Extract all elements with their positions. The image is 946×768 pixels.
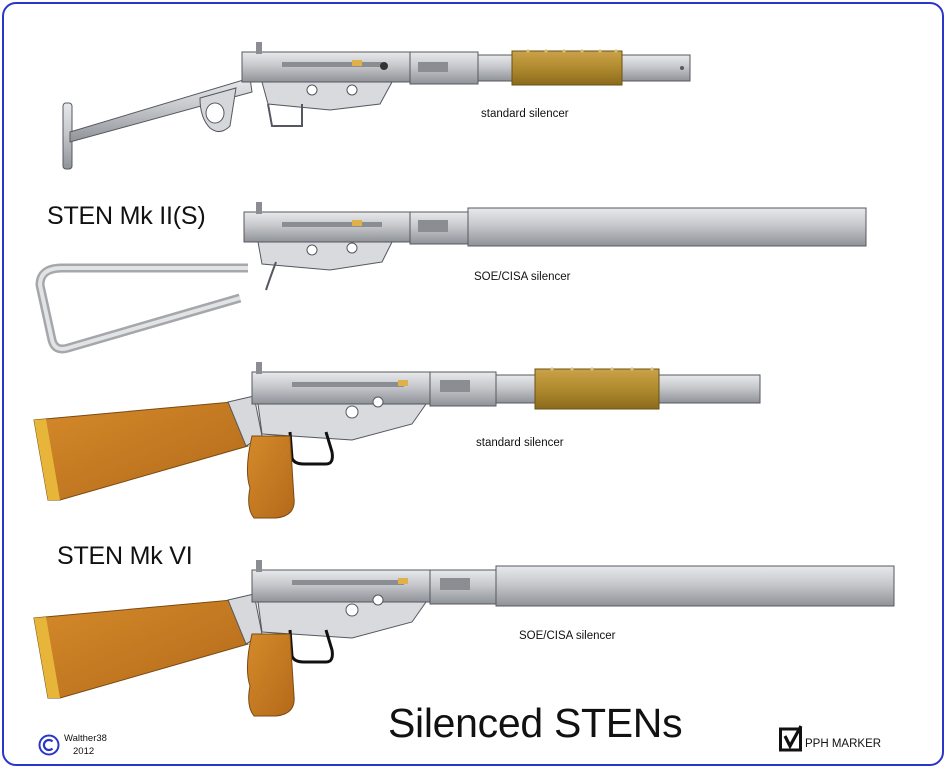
credit-year: 2012	[73, 746, 95, 757]
trigger	[265, 261, 277, 291]
silencer-label-4: SOE/CISA silencer	[519, 630, 616, 642]
trigger-housing	[257, 403, 427, 441]
trigger-guard	[267, 103, 303, 127]
credit-author: Walther38	[64, 733, 107, 744]
skeleton-stock	[69, 77, 253, 143]
pistol-grip	[246, 435, 295, 519]
silencer-label-1: standard silencer	[481, 108, 569, 120]
trigger-housing	[261, 81, 393, 111]
pph-marker-text: PPH MARKER	[805, 738, 882, 750]
silencer-cork-wrap	[511, 50, 623, 86]
trigger-guard	[288, 629, 334, 664]
pph-checkmark-icon	[779, 725, 803, 752]
gun-mk6-standard-silencer	[33, 362, 761, 519]
silencer-label-3: standard silencer	[476, 437, 564, 449]
copyright-icon	[38, 734, 60, 756]
wooden-buttstock	[33, 401, 249, 501]
gun-mk2s-soe-silencer	[35, 202, 867, 354]
silencer-tube	[467, 207, 867, 247]
trigger-guard	[288, 431, 334, 466]
silencer-label-2: SOE/CISA silencer	[474, 271, 571, 283]
receiver	[251, 371, 435, 405]
wooden-buttstock	[33, 599, 249, 699]
wire-loop-stock	[35, 263, 248, 354]
gun-mk6-soe-silencer	[33, 560, 895, 717]
trigger-housing	[257, 601, 427, 639]
gun-mk2-standard-silencer	[62, 42, 691, 170]
page-title: Silenced STENs	[388, 700, 683, 746]
receiver	[251, 569, 435, 603]
silencer-cork-wrap	[534, 368, 660, 410]
model-label-mk6: STEN Mk VI	[57, 542, 193, 570]
pistol-grip	[246, 633, 295, 717]
silencer-tube	[495, 565, 895, 607]
model-label-mk2s: STEN Mk II(S)	[47, 202, 206, 230]
trigger-housing	[257, 241, 393, 271]
